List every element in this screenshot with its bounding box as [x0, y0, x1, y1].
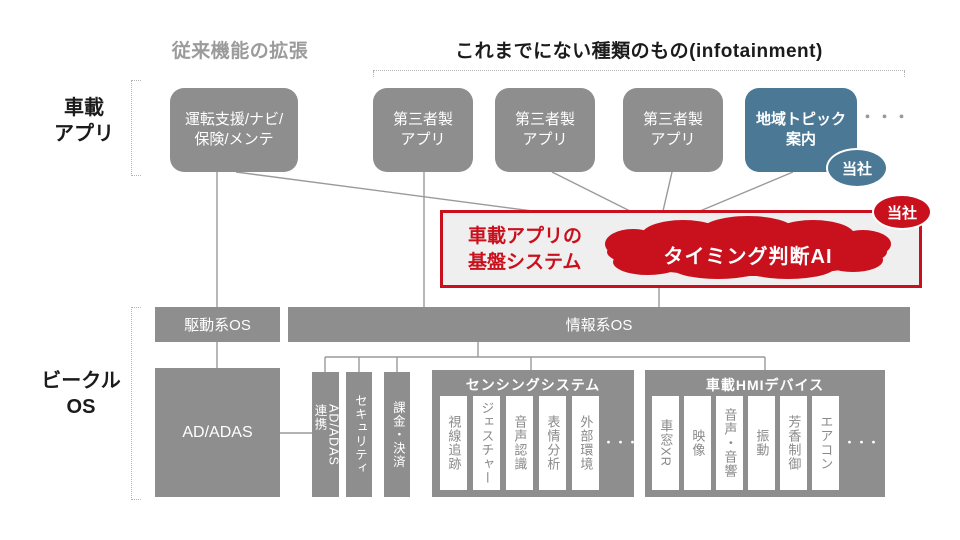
sensing-system-title: センシングシステム	[465, 377, 601, 393]
app-box-third-party-2: 第三者製 アプリ	[495, 88, 595, 172]
timing-ai-label: タイミング判断AI	[663, 246, 833, 268]
legacy-header: 従来機能の拡張	[171, 41, 309, 62]
sensing-system-group: センシングシステム 視線追跡 ジェスチャー 音声認識 表情分析 外部環境 ・・・	[432, 370, 638, 497]
apps-ellipsis: ・・・	[860, 109, 912, 126]
ad-adas-link-box: AD/ADAS 連携	[312, 372, 340, 497]
platform-title: 車載アプリの 基盤システム	[468, 226, 583, 273]
billing-payment-box: 課金・決済	[384, 372, 410, 497]
hmi-item-window-xr: 車窓XR	[652, 396, 679, 490]
hmi-item-vibration: 振動	[748, 396, 775, 490]
infotainment-bracket	[373, 70, 905, 78]
sensing-item-gaze-tracking: 視線追跡	[440, 396, 467, 490]
hmi-item-air-conditioner: エアコン	[812, 396, 839, 490]
our-company-badge-red: 当社	[872, 194, 932, 230]
security-box: セキュリティ	[346, 372, 372, 497]
sensing-item-gesture: ジェスチャー	[473, 396, 500, 490]
hmi-item-video: 映像	[684, 396, 711, 490]
app-box-third-party-1: 第三者製 アプリ	[373, 88, 473, 172]
drive-os-bar: 駆動系OS	[155, 307, 280, 342]
sensing-item-external-environment: 外部環境	[572, 396, 599, 490]
app-box-driving-support: 運転支援/ナビ/ 保険/メンテ	[170, 88, 298, 172]
hmi-devices-title: 車載HMIデバイス	[705, 377, 825, 393]
os-row-bracket	[131, 307, 142, 500]
side-label-vehicle-os: ビークル OS	[41, 370, 121, 418]
side-label-apps: 車載 アプリ	[54, 97, 114, 145]
our-company-badge-blue: 当社	[826, 148, 888, 188]
sensing-item-expression-analysis: 表情分析	[539, 396, 566, 490]
hmi-devices-group: 車載HMIデバイス 車窓XR 映像 音声・音響 振動 芳香制御 エアコン ・・・	[645, 370, 885, 497]
sensing-item-voice-recognition: 音声認識	[506, 396, 533, 490]
ad-adas-box: AD/ADAS	[155, 368, 280, 497]
info-os-bar: 情報系OS	[288, 307, 910, 342]
hmi-item-fragrance-control: 芳香制御	[780, 396, 807, 490]
sensing-ellipsis: ・・・	[603, 437, 639, 449]
hmi-item-audio: 音声・音響	[716, 396, 743, 490]
ai-cloud-shape	[605, 216, 891, 279]
infotainment-header: これまでにない種類のもの(infotainment)	[455, 41, 823, 62]
hmi-ellipsis: ・・・	[844, 437, 880, 449]
app-box-third-party-3: 第三者製 アプリ	[623, 88, 723, 172]
apps-row-bracket	[131, 80, 142, 176]
